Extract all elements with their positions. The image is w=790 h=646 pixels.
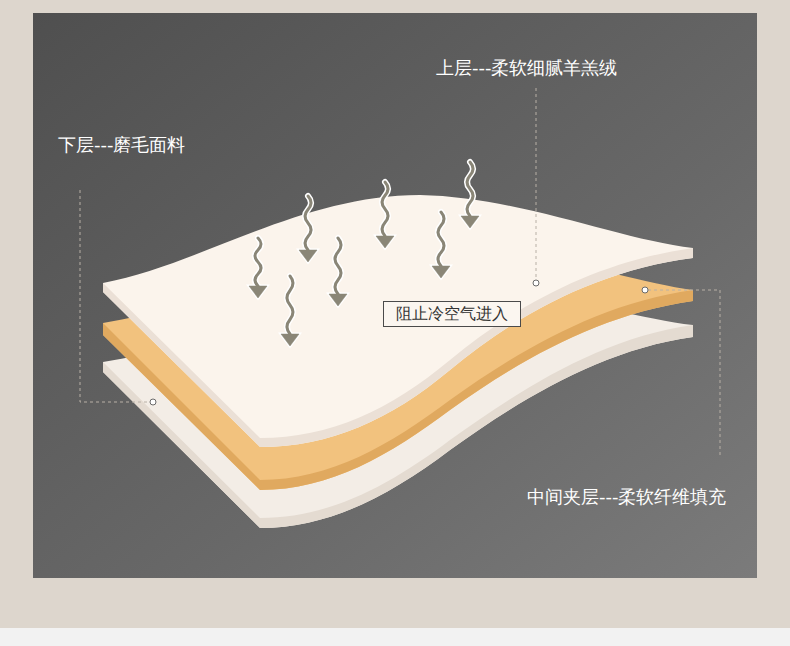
layer-label: 下层---磨毛面料 [58, 134, 186, 156]
wavy-arrow [382, 182, 388, 236]
wavy-arrow [335, 238, 341, 294]
note-text: 阻止冷空气进入 [396, 304, 508, 324]
arrow-head [432, 266, 450, 278]
wavy-arrow [438, 212, 444, 266]
arrow-head [299, 250, 317, 262]
note-box: 阻止冷空气进入 [383, 301, 521, 327]
arrow-head [329, 294, 347, 306]
wavy-arrow [255, 238, 261, 286]
top-layer-edge [103, 248, 693, 447]
wavy-arrow [467, 162, 473, 216]
wavy-arrow [438, 212, 444, 266]
layer-label: 上层---柔软细腻羊羔绒 [436, 57, 618, 79]
arrow-head [461, 216, 479, 228]
arrow-head [249, 286, 267, 298]
arrow-head [376, 236, 394, 248]
arrow-head [281, 334, 299, 346]
leader-dots [150, 280, 648, 405]
dark-panel [33, 13, 757, 578]
wavy-arrow [382, 182, 388, 236]
wavy-arrow [467, 162, 473, 216]
bottom-strip [0, 628, 790, 646]
arrow-head [329, 294, 347, 306]
wavy-arrow [287, 276, 293, 334]
layer-label: 中间夹层---柔软纤维填充 [527, 486, 727, 508]
arrow-head [281, 334, 299, 346]
arrow-head [376, 236, 394, 248]
wavy-arrow [255, 238, 261, 286]
top-layer [103, 195, 693, 447]
arrow-head [299, 250, 317, 262]
wavy-arrow [305, 196, 311, 250]
arrow-head [432, 266, 450, 278]
wavy-arrow [287, 276, 293, 334]
wavy-arrow [305, 196, 311, 250]
wavy-arrow [335, 238, 341, 294]
arrow-head [461, 216, 479, 228]
arrow-head [249, 286, 267, 298]
